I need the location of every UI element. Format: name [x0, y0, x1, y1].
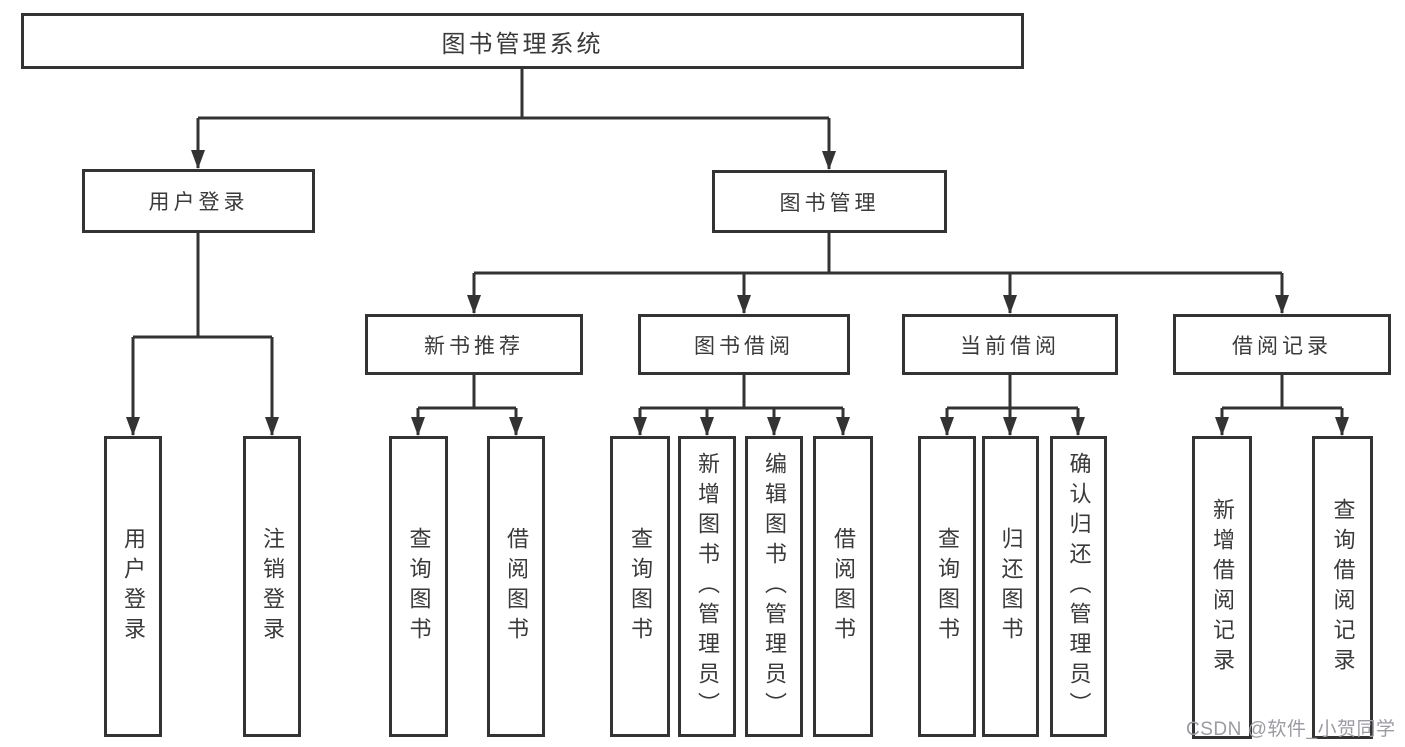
node-label: 新书推荐: [424, 334, 524, 358]
leaf-label: 确认归还（管理员）: [1066, 451, 1092, 722]
leaf-logout-login: 注销登录: [243, 436, 301, 737]
leaf-label: 用户登录: [121, 526, 146, 647]
csdn-watermark: CSDN @软件_小贺同学: [1186, 719, 1396, 740]
node-borrowing-records: 借阅记录: [1173, 314, 1391, 375]
leaf-label: 新增图书（管理员）: [695, 451, 720, 722]
node-label: 借阅记录: [1232, 334, 1332, 358]
leaf-current-return-books: 归还图书: [982, 436, 1039, 737]
node-label: 图书管理系统: [441, 30, 604, 58]
node-label: 当前借阅: [960, 334, 1060, 358]
leaf-label: 新增借阅记录: [1210, 497, 1235, 678]
leaf-label: 借阅图书: [831, 526, 856, 647]
node-user-login: 用户登录: [82, 169, 315, 233]
leaf-records-query-record: 查询借阅记录: [1312, 436, 1373, 739]
leaf-borrowing-borrow-books: 借阅图书: [813, 436, 873, 737]
leaf-label: 查询借阅记录: [1330, 497, 1356, 678]
node-label: 图书借阅: [694, 334, 794, 358]
leaf-records-add-record: 新增借阅记录: [1192, 436, 1252, 739]
leaf-newrec-borrow-books: 借阅图书: [487, 436, 545, 737]
leaf-label: 编辑图书（管理员）: [762, 451, 787, 722]
leaf-label: 查询图书: [935, 526, 960, 647]
node-book-management: 图书管理: [712, 170, 947, 233]
leaf-borrowing-edit-books-admin: 编辑图书（管理员）: [745, 436, 803, 737]
node-library-management-system: 图书管理系统: [21, 13, 1024, 69]
node-current-borrowing: 当前借阅: [902, 314, 1118, 375]
leaf-label: 查询图书: [406, 526, 432, 647]
leaf-user-login: 用户登录: [104, 436, 162, 737]
leaf-current-query-books: 查询图书: [918, 436, 976, 737]
leaf-label: 借阅图书: [504, 526, 529, 647]
leaf-borrowing-query-books: 查询图书: [610, 436, 670, 737]
node-book-borrowing: 图书借阅: [638, 314, 850, 375]
leaf-label: 归还图书: [998, 526, 1024, 647]
leaf-newrec-query-books: 查询图书: [389, 436, 448, 737]
leaf-label: 查询图书: [628, 526, 653, 647]
node-new-book-recommend: 新书推荐: [365, 314, 583, 375]
node-label: 图书管理: [779, 191, 880, 215]
leaf-current-confirm-return-admin: 确认归还（管理员）: [1050, 436, 1107, 737]
leaf-label: 注销登录: [260, 526, 285, 647]
node-label: 用户登录: [148, 191, 249, 214]
leaf-borrowing-add-books-admin: 新增图书（管理员）: [678, 436, 736, 737]
